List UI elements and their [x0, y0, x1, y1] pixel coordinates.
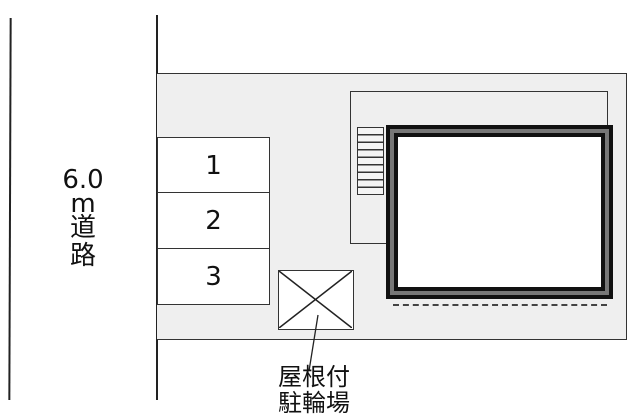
stall-number: 2	[205, 206, 222, 236]
leader-line	[308, 314, 319, 372]
road-char-1: 道	[69, 213, 96, 243]
caption-line-2: 駐輪場	[278, 389, 350, 417]
building-interior	[394, 133, 605, 291]
cross-mark-icon	[279, 271, 352, 328]
stall-number: 3	[205, 261, 222, 292]
road-width-label: 6.0	[62, 165, 104, 195]
parking-stall-1[interactable]: 1	[157, 137, 270, 194]
road-char-2: 路	[69, 241, 96, 271]
road-right-edge	[156, 15, 158, 400]
road-label: 6.0 m 道 路	[50, 166, 116, 270]
bike-parking-caption: 屋根付 駐輪場	[278, 364, 350, 416]
road-unit-label: m	[70, 189, 96, 219]
caption-line-1: 屋根付	[278, 363, 350, 391]
stairs	[357, 127, 384, 195]
stall-number: 1	[205, 150, 222, 181]
covered-bike-parking[interactable]	[278, 270, 354, 330]
parking-stall-3[interactable]: 3	[157, 248, 270, 305]
parking-stall-2[interactable]: 2	[157, 192, 270, 250]
road-left-edge	[8, 18, 12, 400]
building[interactable]	[386, 125, 613, 299]
eaves-dashed-line	[393, 304, 607, 306]
